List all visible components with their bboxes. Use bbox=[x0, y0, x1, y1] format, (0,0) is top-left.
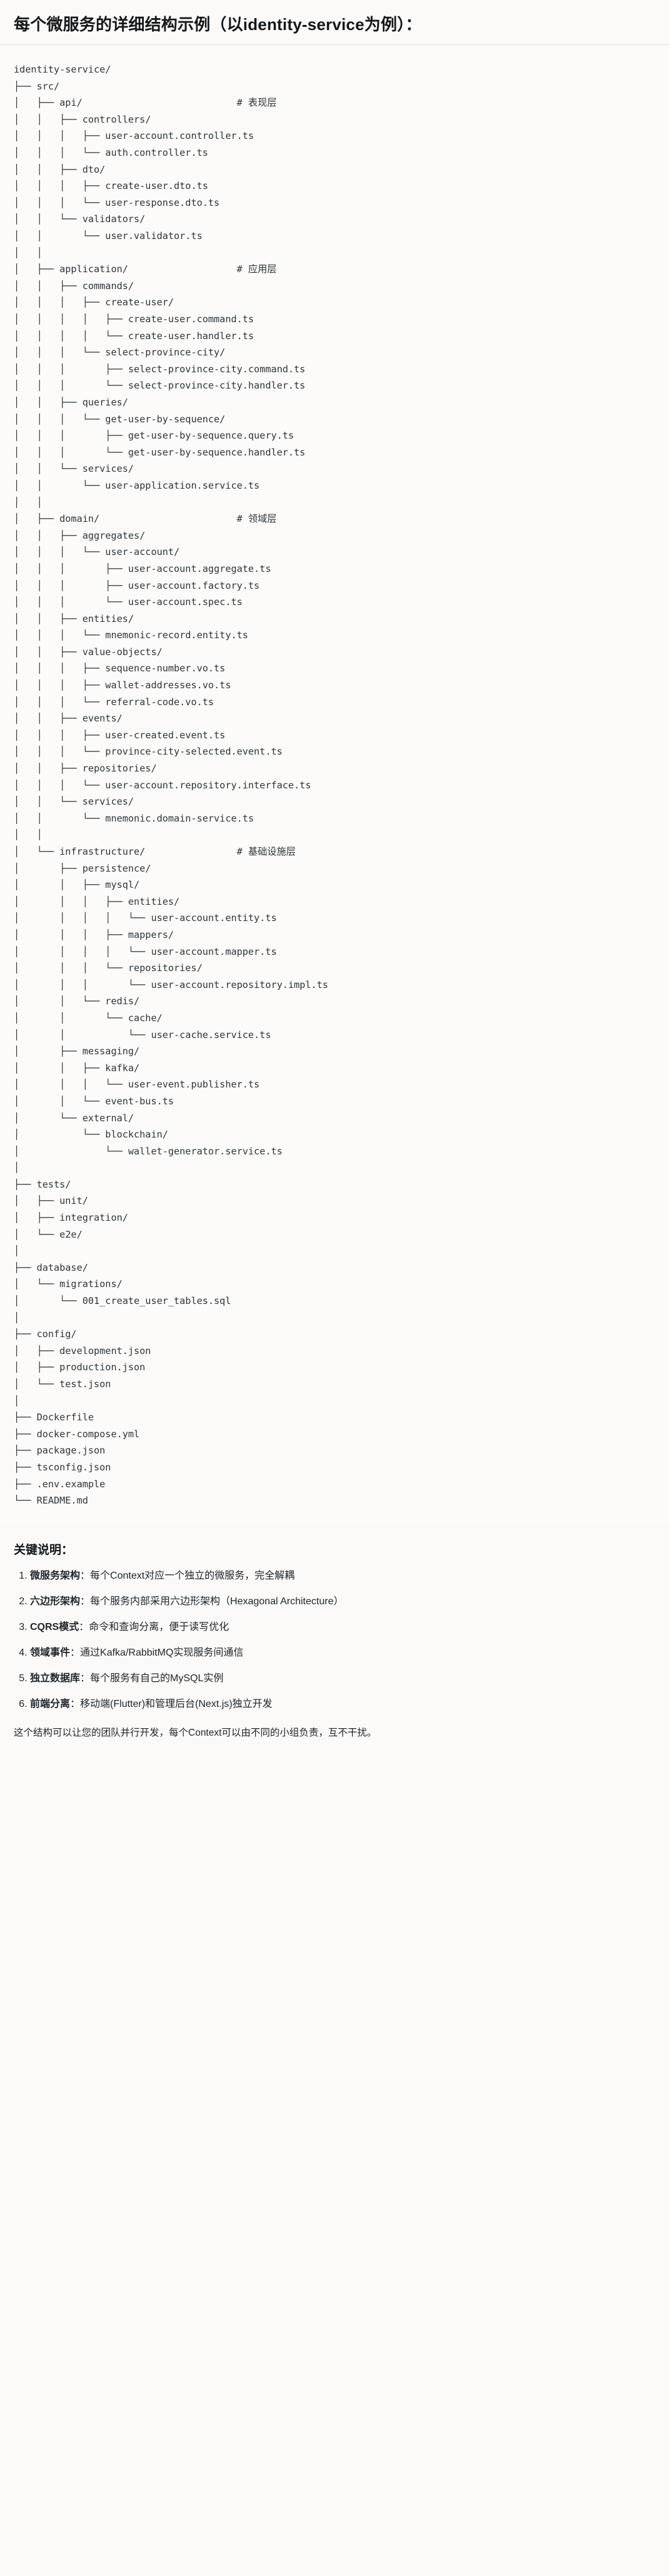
list-item: 六边形架构：每个服务内部采用六边形架构（Hexagonal Architectu… bbox=[30, 1594, 655, 1609]
code-block: identity-service/ ├── src/ │ ├── api/ # … bbox=[0, 45, 669, 1523]
key-point-desc: 每个服务有自己的MySQL实例 bbox=[90, 1672, 224, 1684]
key-point-separator: ： bbox=[80, 1570, 91, 1581]
key-point-term: 领域事件 bbox=[30, 1647, 71, 1658]
list-item: 独立数据库：每个服务有自己的MySQL实例 bbox=[30, 1671, 655, 1686]
key-points-list: 微服务架构：每个Context对应一个独立的微服务，完全解耦 六边形架构：每个服… bbox=[14, 1569, 655, 1712]
key-point-desc: 命令和查询分离，便于读写优化 bbox=[89, 1621, 229, 1632]
key-point-separator: ： bbox=[70, 1698, 81, 1709]
list-item: 领域事件：通过Kafka/RabbitMQ实现服务间通信 bbox=[30, 1646, 655, 1661]
directory-tree: identity-service/ ├── src/ │ ├── api/ # … bbox=[14, 64, 328, 1507]
list-item: 微服务架构：每个Context对应一个独立的微服务，完全解耦 bbox=[30, 1569, 655, 1584]
document-page: 每个微服务的详细结构示例（以identity-service为例）： ident… bbox=[0, 0, 669, 1758]
key-point-term: 前端分离 bbox=[30, 1698, 71, 1709]
page-title: 每个微服务的详细结构示例（以identity-service为例）： bbox=[14, 15, 422, 34]
key-point-term: 六边形架构 bbox=[30, 1596, 81, 1607]
key-point-separator: ： bbox=[80, 1596, 91, 1607]
key-point-separator: ： bbox=[80, 1672, 91, 1684]
list-item: CQRS模式：命令和查询分离，便于读写优化 bbox=[30, 1620, 655, 1635]
key-point-desc: 移动端(Flutter)和管理后台(Next.js)独立开发 bbox=[80, 1698, 273, 1709]
key-point-separator: ： bbox=[70, 1647, 81, 1658]
key-point-desc: 通过Kafka/RabbitMQ实现服务间通信 bbox=[80, 1647, 244, 1658]
key-point-term: 独立数据库 bbox=[30, 1672, 81, 1684]
closing-paragraph: 这个结构可以让您的团队并行开发，每个Context可以由不同的小组负责，互不干扰… bbox=[14, 1727, 377, 1738]
key-points-title: 关键说明： bbox=[14, 1543, 74, 1557]
title-divider bbox=[0, 44, 669, 46]
key-point-term: 微服务架构 bbox=[30, 1570, 81, 1581]
key-point-term: CQRS模式 bbox=[30, 1621, 79, 1632]
key-points-section: 关键说明： 微服务架构：每个Context对应一个独立的微服务，完全解耦 六边形… bbox=[0, 1523, 669, 1758]
key-point-desc: 每个Context对应一个独立的微服务，完全解耦 bbox=[90, 1570, 295, 1581]
key-point-desc: 每个服务内部采用六边形架构（Hexagonal Architecture） bbox=[90, 1596, 344, 1607]
heading-section: 每个微服务的详细结构示例（以identity-service为例）： bbox=[0, 0, 669, 36]
key-point-separator: ： bbox=[79, 1621, 89, 1632]
list-item: 前端分离：移动端(Flutter)和管理后台(Next.js)独立开发 bbox=[30, 1697, 655, 1712]
